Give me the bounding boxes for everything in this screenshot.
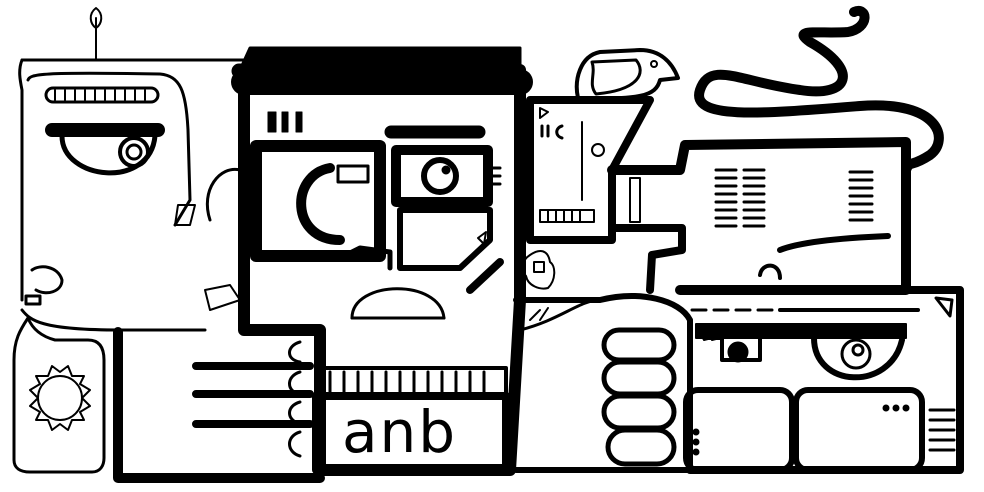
sun-bottle — [12, 316, 106, 474]
anb-sign — [312, 366, 510, 474]
fist — [513, 293, 693, 473]
small-face — [526, 96, 654, 244]
striped-hand — [113, 327, 325, 483]
anb-label: anb — [342, 398, 458, 466]
cat-with-tail — [607, 6, 944, 295]
flower — [521, 249, 556, 290]
bottom-right-face — [683, 286, 964, 474]
bird — [574, 48, 680, 101]
left-face — [18, 7, 252, 332]
